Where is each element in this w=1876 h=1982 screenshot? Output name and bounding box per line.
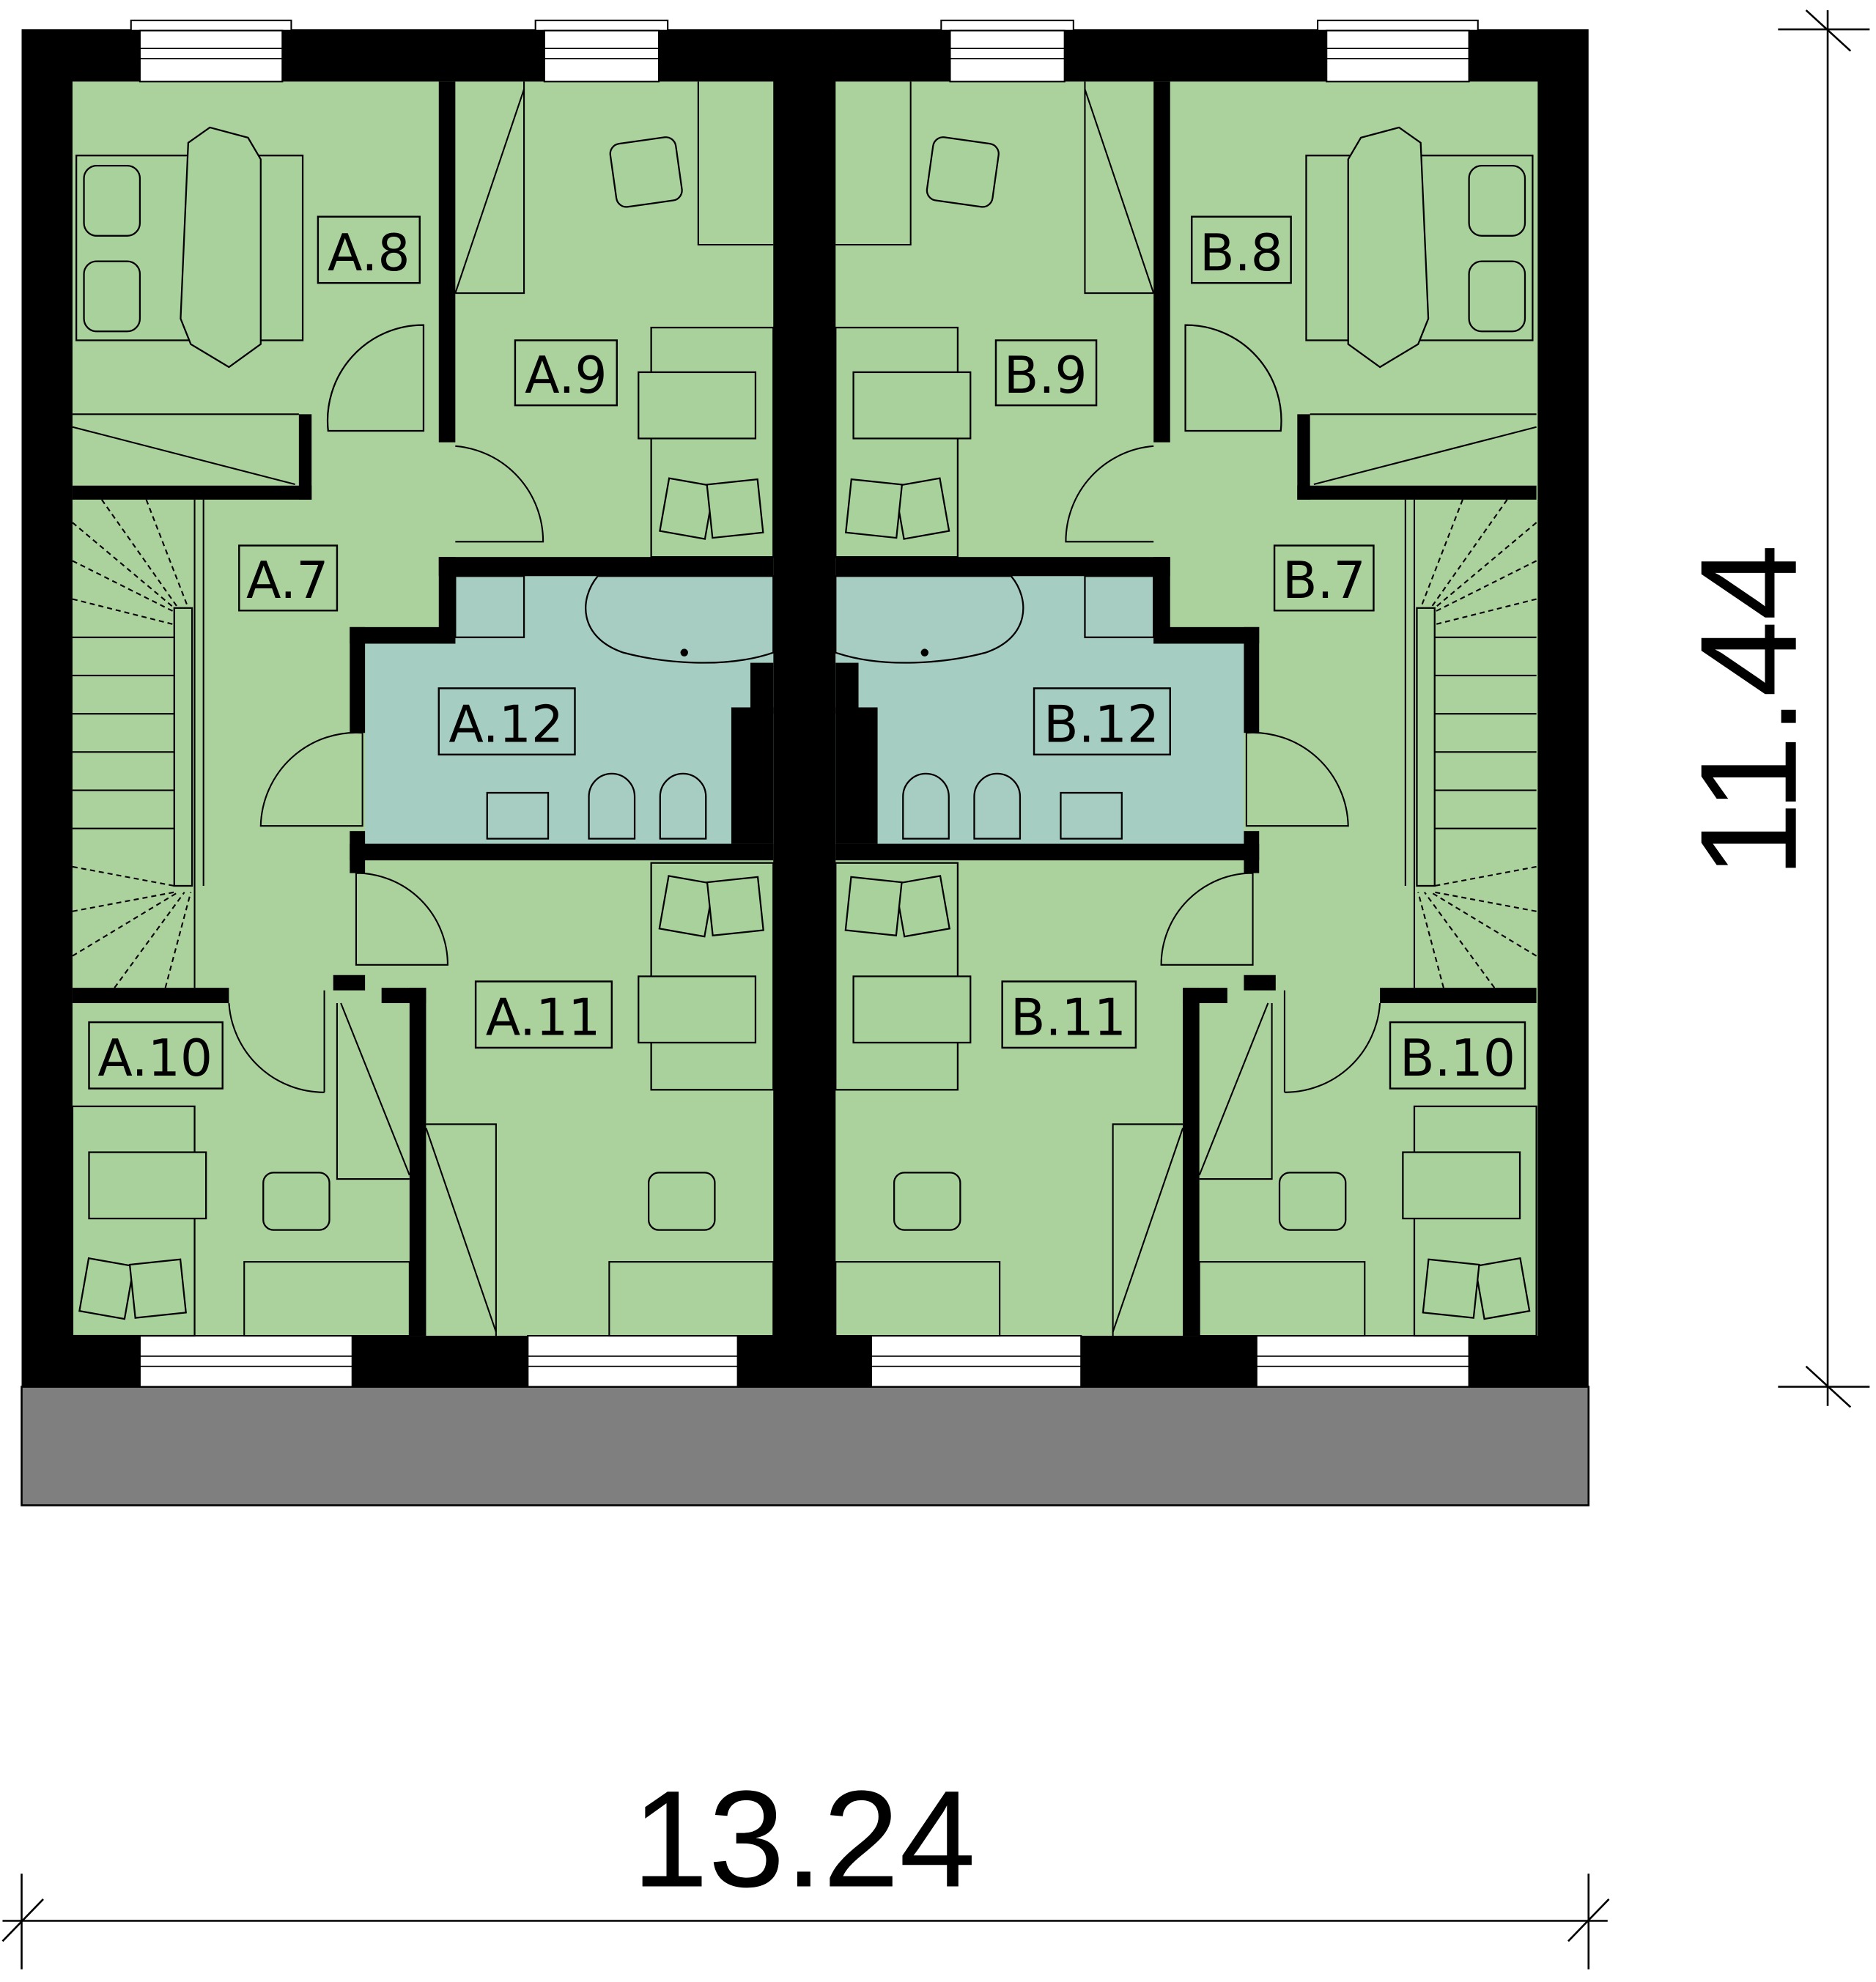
room-label-b7: B.7 [1282, 551, 1366, 610]
room-label-a11: A.11 [486, 988, 601, 1047]
room-label-b11: B.11 [1011, 988, 1126, 1047]
depth-dimension: 11.44 [1672, 9, 1870, 1408]
room-label-a12: A.12 [448, 695, 564, 754]
width-label: 13.24 [632, 1761, 975, 1915]
room-label-a9: A.9 [525, 346, 608, 405]
room-label-a8: A.8 [328, 223, 410, 283]
width-dimension: 13.24 [1, 1761, 1610, 1970]
room-label-b12: B.12 [1044, 695, 1159, 754]
room-label-a7: A.7 [246, 551, 329, 610]
room-label-b9: B.9 [1004, 346, 1087, 405]
depth-label: 11.44 [1672, 544, 1825, 879]
room-labels: A.8 A.9 A.7 A.12 A.11 A.10 B.8 B.9 B.7 B… [88, 215, 1526, 1090]
party-wall [773, 29, 836, 1387]
terrace [21, 1386, 1590, 1506]
room-label-a10: A.10 [97, 1029, 213, 1088]
room-label-b10: B.10 [1400, 1029, 1515, 1088]
room-label-b8: B.8 [1200, 223, 1283, 283]
